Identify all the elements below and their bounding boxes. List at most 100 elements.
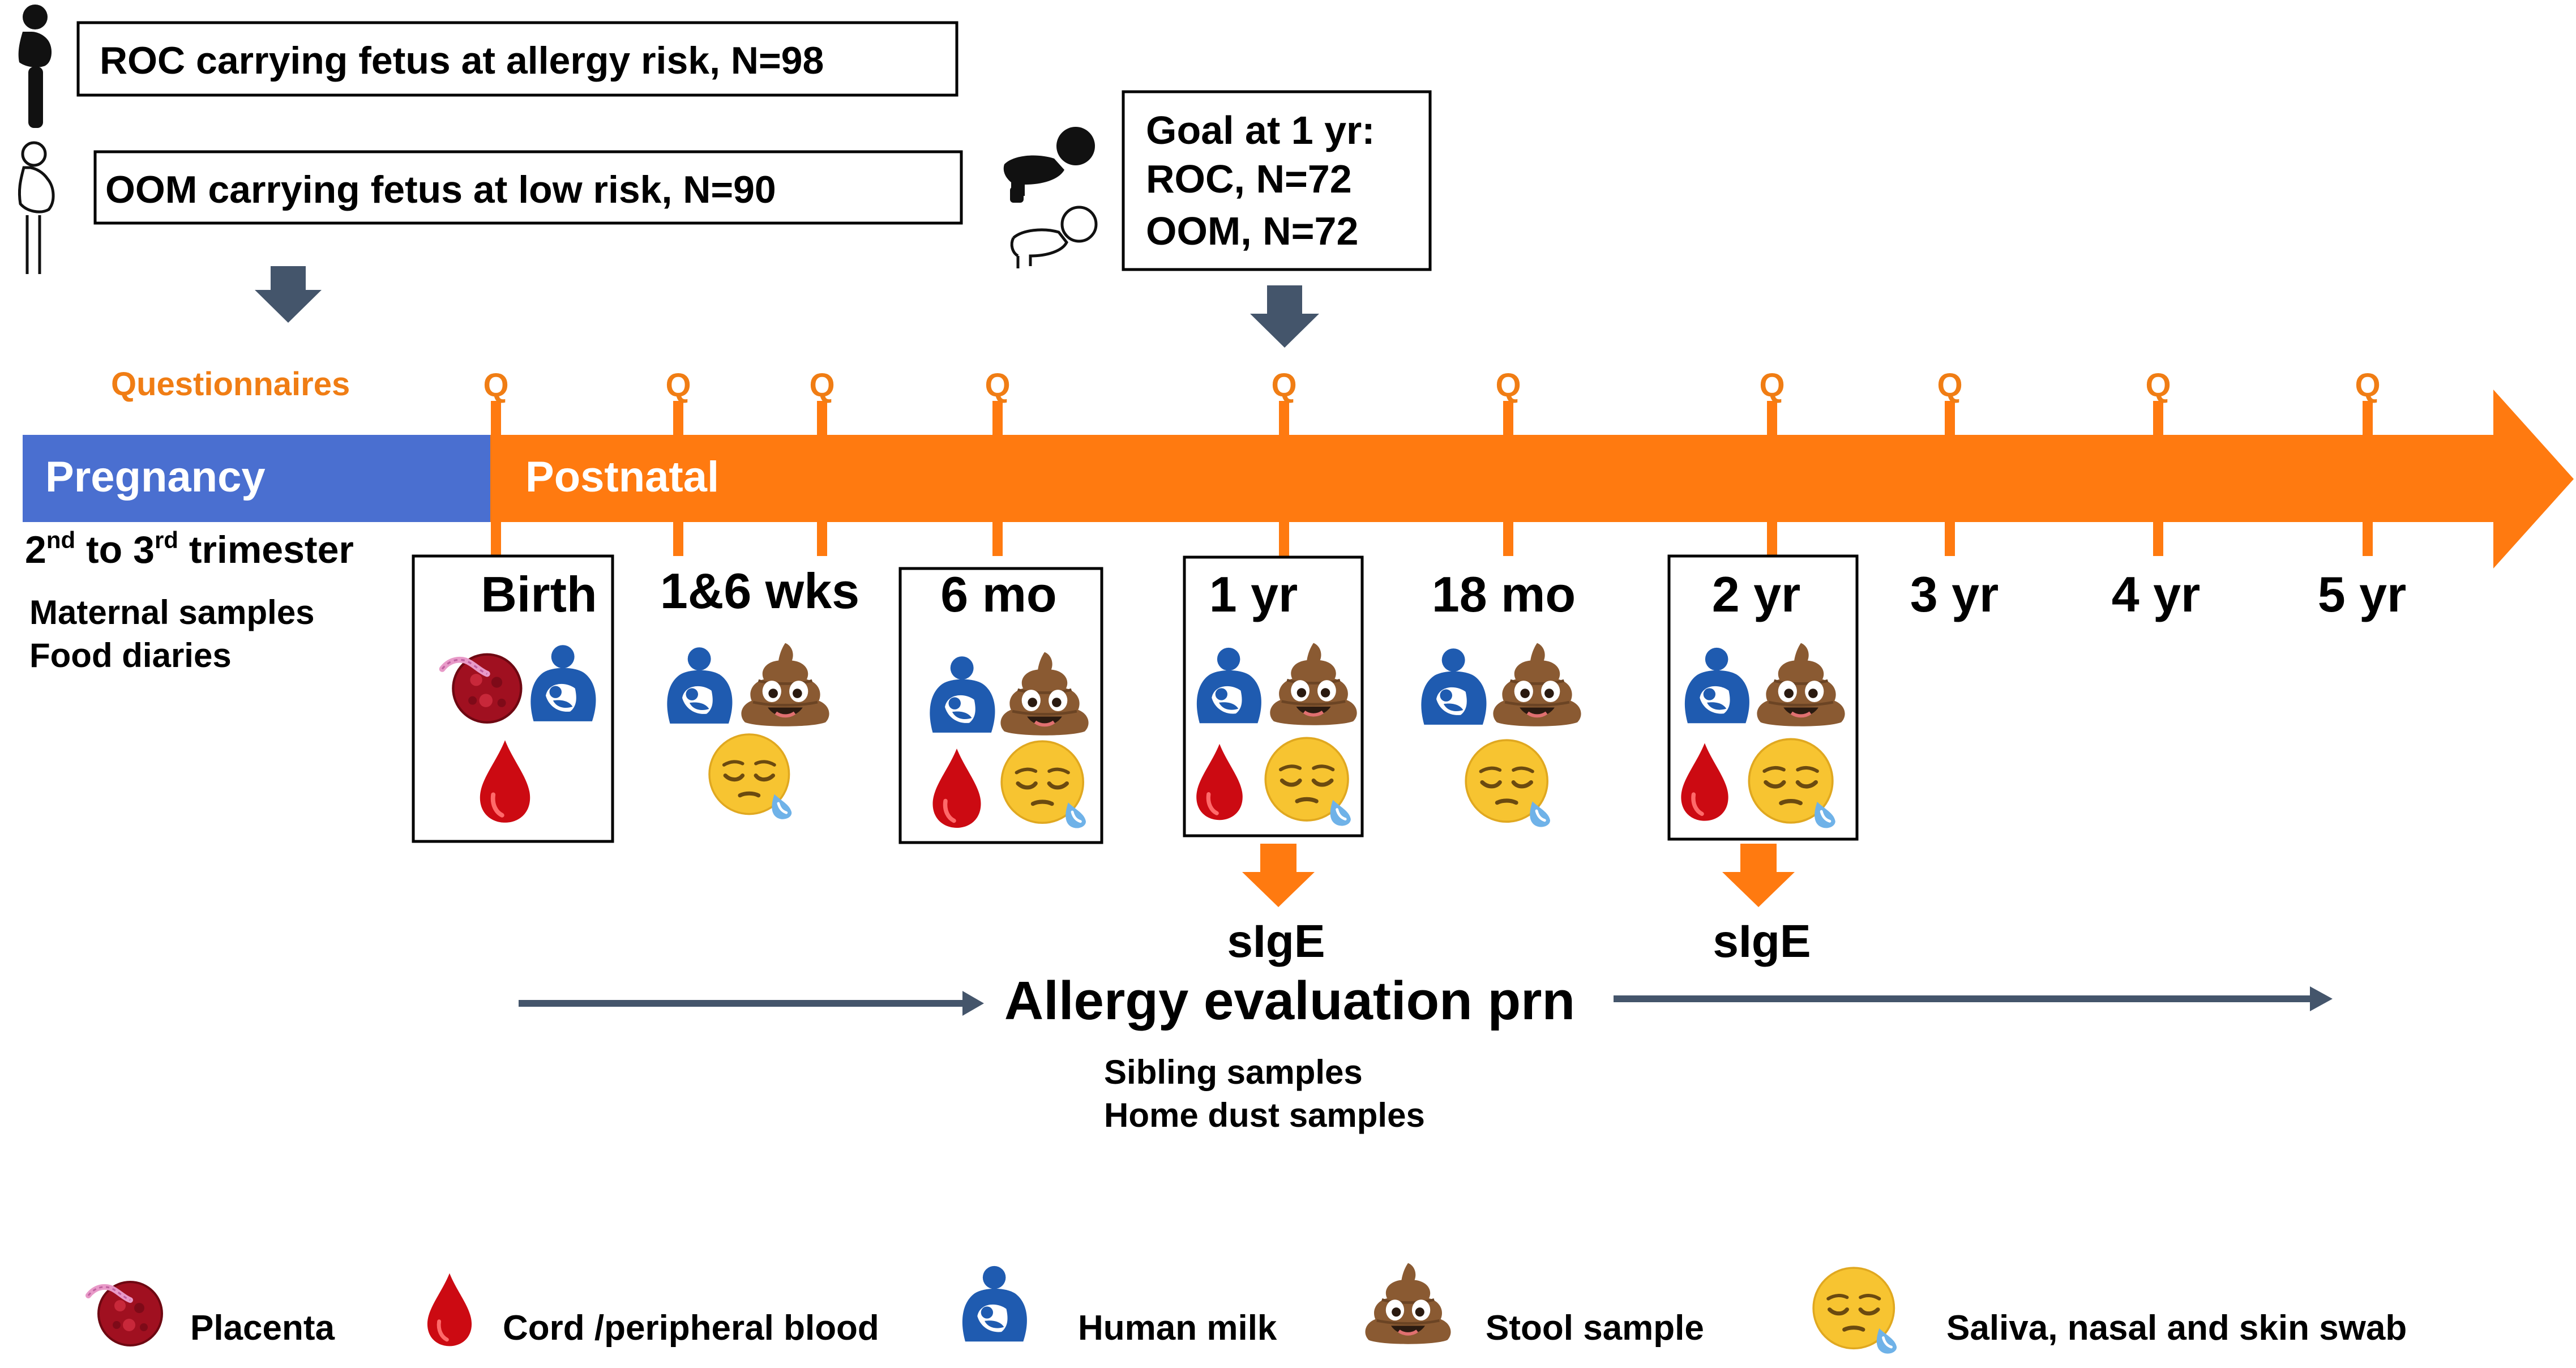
- legend-milk-icon: [962, 1266, 1027, 1342]
- allergy-left-arrow-head: [962, 991, 984, 1016]
- timeline-tick-top: [491, 401, 501, 436]
- goal-title: Goal at 1 yr:: [1146, 108, 1375, 152]
- roc-cohort-label: ROC carrying fetus at allergy risk, N=98: [100, 39, 824, 82]
- timepoint-label: 1&6 wks: [660, 563, 859, 619]
- saliva-swab-icon: [1265, 738, 1351, 826]
- timeline-tick-top: [2363, 401, 2373, 436]
- human-milk-icon: [930, 656, 995, 733]
- oom-cohort-label: OOM carrying fetus at low risk, N=90: [105, 168, 776, 211]
- timeline-tick-top: [817, 401, 827, 436]
- timepoint-label: 6 mo: [940, 566, 1056, 622]
- questionnaire-marker: Q: [665, 367, 691, 404]
- timepoint-label: 3 yr: [1910, 566, 1999, 622]
- sige-1yr-label: sIgE: [1227, 916, 1325, 967]
- timeline-tick-top: [1279, 401, 1289, 436]
- legend: Placenta Cord /peripheral blood Human mi…: [88, 1263, 2407, 1354]
- questionnaire-marker: Q: [1937, 367, 1962, 404]
- blood-drop-icon: [1681, 743, 1728, 820]
- legend-milk-label: Human milk: [1078, 1309, 1277, 1348]
- blood-drop-icon: [933, 749, 981, 828]
- timeline-tick-bottom: [2153, 521, 2163, 556]
- food-diaries-label: Food diaries: [29, 636, 232, 674]
- stool-icon: [1270, 643, 1357, 725]
- timeline-tick-bottom: [673, 521, 683, 556]
- maternal-samples-label: Maternal samples: [29, 593, 315, 631]
- saliva-swab-icon: [1466, 740, 1550, 827]
- stool-icon: [1000, 652, 1088, 736]
- human-milk-icon: [1421, 648, 1487, 725]
- timepoint-label: 2 yr: [1712, 566, 1801, 622]
- placenta-icon: [442, 655, 521, 723]
- timeline-tick-bottom: [1767, 521, 1777, 556]
- legend-placenta-label: Placenta: [190, 1309, 335, 1348]
- pregnant-woman-filled-icon: [18, 5, 52, 128]
- saliva-swab-icon: [1749, 739, 1835, 828]
- human-milk-icon: [667, 647, 733, 724]
- 2yr-box: [1667, 554, 1859, 841]
- allergy-evaluation-label: Allergy evaluation prn: [1004, 971, 1575, 1031]
- crawling-baby-outline-icon: [1010, 206, 1098, 268]
- timepoint-label: Birth: [481, 566, 597, 622]
- questionnaires-label: Questionnaires: [111, 366, 350, 403]
- human-milk-icon: [530, 645, 596, 721]
- timeline-tick-top: [1945, 401, 1955, 436]
- postnatal-label: Postnatal: [525, 453, 719, 501]
- sige-1yr-arrow: [1242, 844, 1315, 907]
- legend-placenta-icon: [88, 1282, 162, 1345]
- stool-icon: [1757, 643, 1845, 726]
- roc-cohort-box: [76, 21, 958, 97]
- blood-drop-icon: [1196, 744, 1243, 820]
- timeline-tick-bottom: [817, 521, 827, 556]
- stool-icon: [741, 643, 829, 726]
- sige-2yr-label: sIgE: [1713, 916, 1811, 967]
- timepoint-label: 18 mo: [1432, 566, 1576, 622]
- legend-stool-label: Stool sample: [1486, 1309, 1704, 1348]
- questionnaire-marker: Q: [1759, 367, 1785, 404]
- legend-blood-icon: [427, 1273, 472, 1346]
- 6mo-box: [898, 567, 1103, 844]
- sige-2yr-arrow: [1722, 844, 1795, 907]
- home-dust-label: Home dust samples: [1104, 1096, 1425, 1134]
- 1yr-box: [1183, 555, 1364, 837]
- timeline-tick-top: [673, 401, 683, 436]
- timepoint-label: 1 yr: [1209, 566, 1298, 622]
- birth-box: [412, 554, 614, 843]
- timeline-tick-bottom: [491, 521, 501, 556]
- trimester-label: 2nd to 3rd trimester: [25, 527, 354, 571]
- pregnant-woman-outline-icon: [18, 141, 55, 274]
- legend-saliva-icon: [1813, 1268, 1897, 1354]
- goal-oom: OOM, N=72: [1146, 209, 1358, 253]
- postnatal-arrow-bar: [490, 390, 2574, 568]
- legend-stool-icon: [1365, 1263, 1450, 1344]
- oom-cohort-box: [93, 150, 963, 225]
- timepoint-labels: Birth 1&6 wks 6 mo 1 yr 18 mo 2 yr 3 yr 4 yr 5 y…: [481, 563, 2406, 622]
- timepoint-label: 4 yr: [2112, 566, 2201, 622]
- timepoint-label: 5 yr: [2318, 566, 2407, 622]
- questionnaire-marker: Q: [483, 367, 508, 404]
- timeline-tick-bottom: [992, 521, 1003, 556]
- timeline-tick-top: [1767, 401, 1777, 436]
- human-milk-icon: [1196, 647, 1261, 724]
- timeline-tick-top: [1503, 401, 1513, 436]
- crawling-baby-filled-icon: [1003, 127, 1095, 203]
- cohort-down-arrow: [255, 266, 322, 323]
- questionnaire-marker: Q: [1495, 367, 1521, 404]
- legend-saliva-label: Saliva, nasal and skin swab: [1946, 1309, 2407, 1348]
- allergy-right-arrow-head: [2310, 986, 2333, 1011]
- pregnancy-bar: [23, 435, 493, 522]
- timeline-tick-bottom: [1279, 521, 1289, 556]
- questionnaire-marker: Q: [2145, 367, 2171, 404]
- sibling-samples-label: Sibling samples: [1104, 1053, 1363, 1091]
- pregnancy-label: Pregnancy: [45, 453, 266, 501]
- goal-box: [1122, 90, 1432, 271]
- stool-icon: [1493, 643, 1581, 726]
- timeline-tick-bottom: [1945, 521, 1955, 556]
- questionnaire-marker: Q: [2355, 367, 2380, 404]
- goal-roc: ROC, N=72: [1146, 157, 1352, 201]
- human-milk-icon: [1684, 647, 1749, 724]
- timeline-tick-top: [992, 401, 1003, 436]
- legend-blood-label: Cord /peripheral blood: [503, 1309, 879, 1348]
- questionnaire-marker: Q: [809, 367, 835, 404]
